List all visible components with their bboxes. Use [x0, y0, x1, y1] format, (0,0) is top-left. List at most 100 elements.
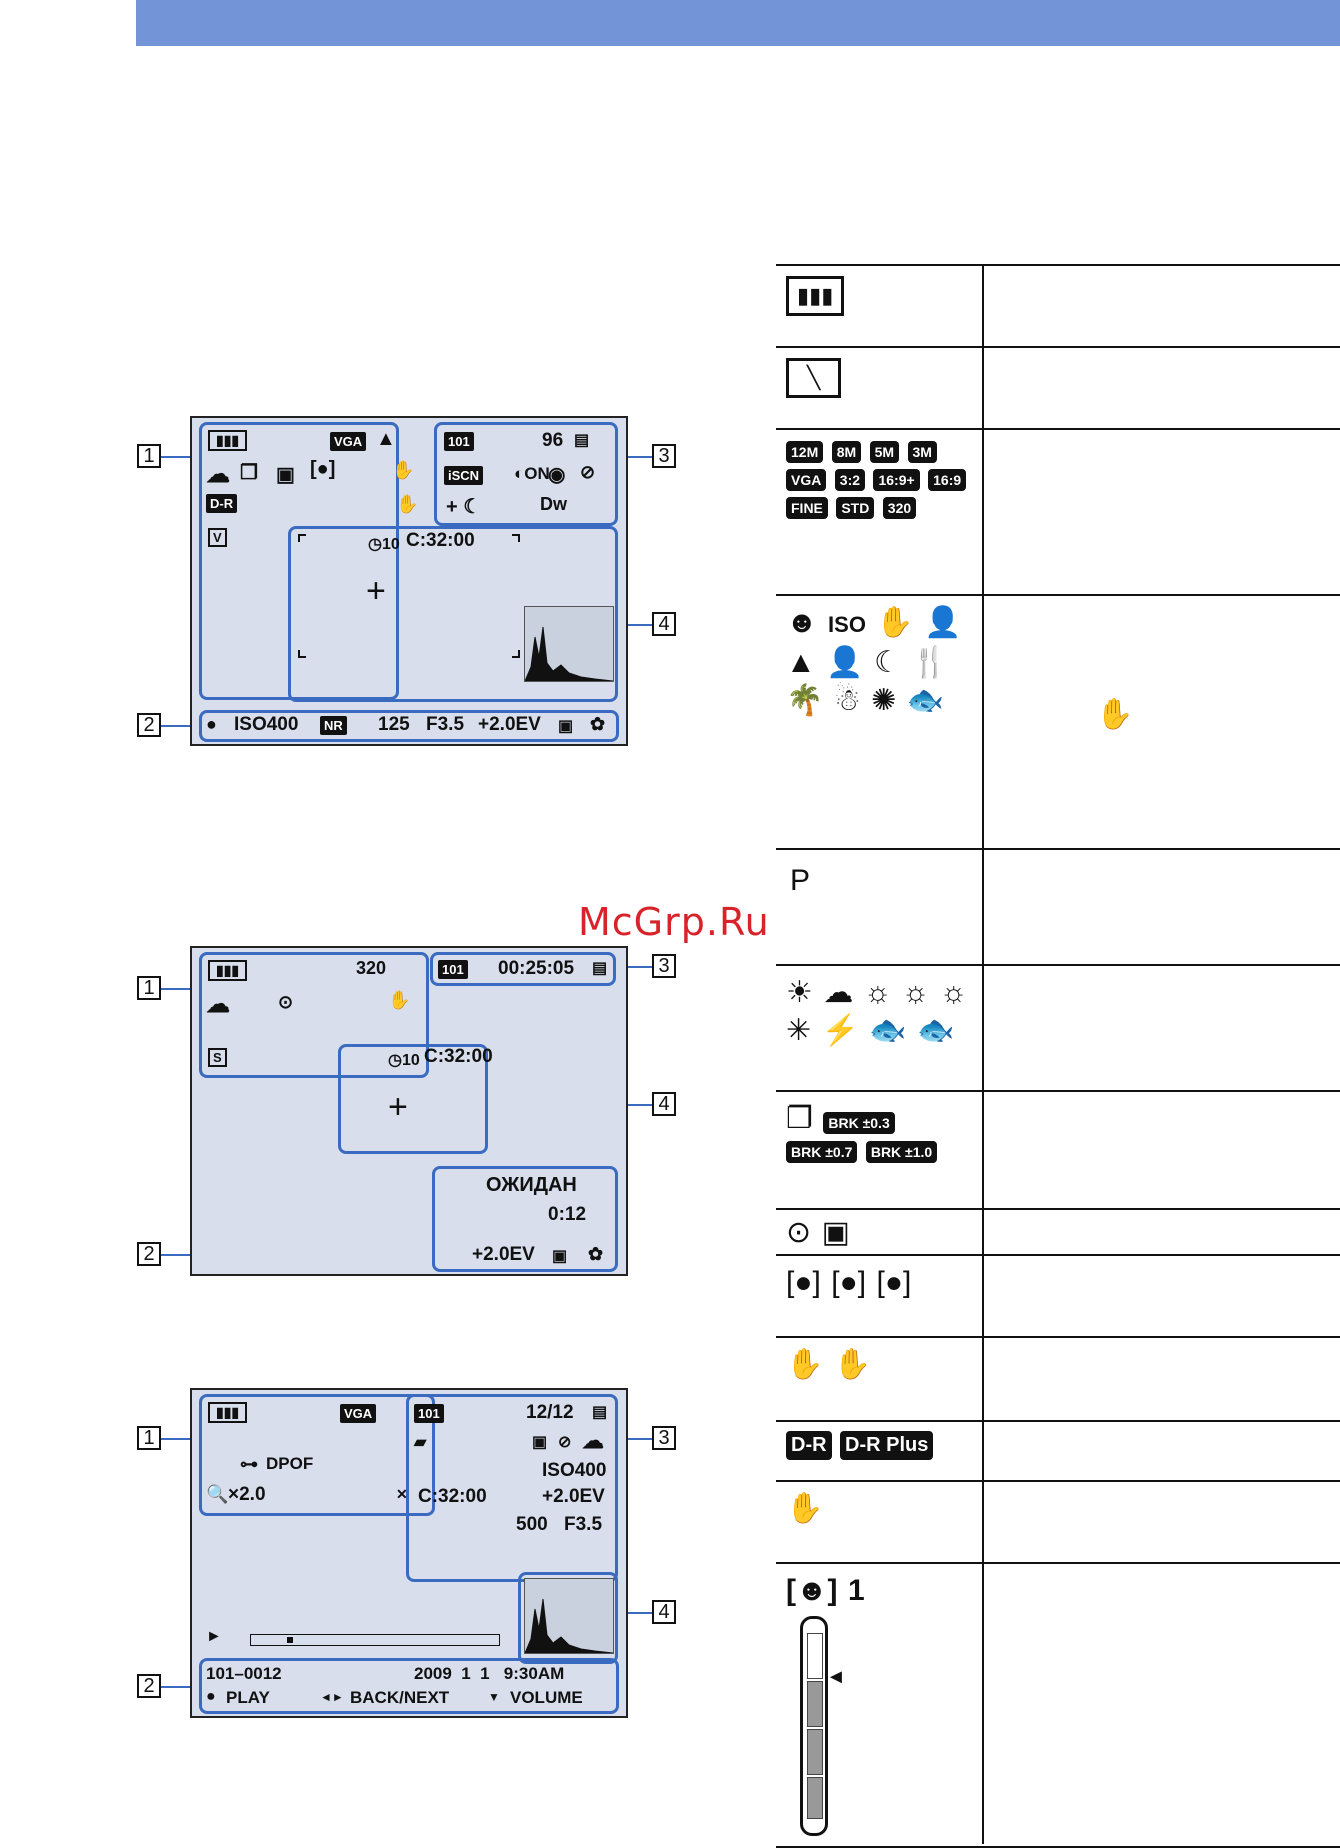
af-frame-tr [512, 534, 520, 542]
lcd-screen-playback: ▮▮▮ VGA ⊶ DPOF 🔍 ×2.0 ✕ 101 12/12 ▤ ▰ ▣ … [190, 1388, 628, 1718]
size-16-9-plus-icon: 16:9+ [873, 469, 920, 491]
table-row: 12M 8M 5M 3M VGA 3:2 16:9+ 16:9 FINE STD… [776, 428, 1340, 596]
table-row: ✋ [776, 1480, 1340, 1564]
zone-3 [406, 1394, 618, 1582]
leader-line [620, 966, 652, 968]
folder-icon: 101 [444, 432, 474, 451]
lcd-screen-shooting: ▮▮▮ VGA ▲ ☁ ❐ ▣ [●] ✋ D-R ✋ V 101 96 ▤ i… [190, 416, 628, 746]
gourmet-icon: 🍴 [911, 646, 949, 679]
metering-icon: ▣ [558, 718, 574, 735]
movie-320-icon: 320 [882, 497, 917, 519]
battery-icon: ▮▮▮ [208, 1402, 248, 1423]
beach-icon: 🌴 [786, 684, 824, 717]
cloudy-icon: ☁ [206, 991, 230, 1018]
metering-spot-icon: ▣ [821, 1216, 850, 1249]
bracket-07-icon: BRK ±0.7 [786, 1141, 858, 1163]
table-row: D-R D-R Plus [776, 1420, 1340, 1482]
callout-2: 2 [137, 1242, 161, 1266]
exposure-value: +2.0EV [472, 1244, 535, 1265]
indicator-segment [807, 1633, 823, 1679]
fireworks-icon: ✺ [871, 684, 897, 717]
iso-value: ISO400 [234, 714, 299, 735]
zone-2 [432, 1166, 618, 1272]
metering-spot-icon: ▣ [276, 464, 295, 486]
movie-std-icon: STD [836, 497, 875, 519]
aperture-value: F3.5 [426, 714, 465, 735]
histogram [524, 606, 614, 682]
underwater-wb-1-icon: 🐟 [869, 1014, 907, 1047]
size-3m-icon: 3M [907, 441, 937, 463]
underwater-icon: 🐟 [906, 684, 945, 717]
table-row: ⊙ ▣ [776, 1208, 1340, 1256]
smile-icon: ☻ [786, 606, 818, 639]
zone-4 [338, 1044, 488, 1154]
size-8m-icon: 8M [831, 441, 862, 463]
leader-line [161, 725, 201, 727]
face-detection-auto-icon: [●] [786, 1266, 821, 1299]
playback-zoom: ×2.0 [228, 1484, 266, 1505]
size-5m-icon: 5M [869, 441, 900, 463]
table-row: [☻] 1 ◄ [776, 1562, 1340, 1848]
indicator-segment [807, 1681, 823, 1727]
folder-icon: 101 [414, 1404, 444, 1423]
leader-line [161, 1686, 201, 1688]
incandescent-icon: ✳ [786, 1014, 812, 1047]
zoom-icon: 🔍 [206, 1484, 229, 1504]
recording-time: C:32:00 [406, 530, 475, 551]
watermark: McGrp.Ru [578, 900, 770, 944]
table-row: P [776, 848, 1340, 966]
flash-off-icon: ⊘ [558, 1434, 572, 1451]
dro-standard-icon: D-R [786, 1431, 832, 1460]
daylight-icon: ☀ [786, 976, 813, 1009]
header-bar [136, 0, 1340, 46]
battery-icon: ▮▮▮ [208, 430, 248, 451]
spot-meter-crosshair: + [388, 1088, 408, 1126]
shutter-speed: 125 [378, 714, 410, 735]
af-illuminator-icon: ◐ON [514, 464, 550, 483]
bracket-10-icon: BRK ±1.0 [865, 1141, 938, 1163]
leader-line [161, 1438, 199, 1440]
smile-sensitivity-level: 1 [848, 1574, 865, 1607]
volume-guide: VOLUME [510, 1688, 583, 1707]
callout-1: 1 [137, 1426, 161, 1450]
leader-line [620, 624, 652, 626]
table-row: ╲ [776, 346, 1340, 430]
table-row: [●] [●] [●] [776, 1254, 1340, 1338]
fluorescent-1-icon: ☼ [863, 976, 892, 1009]
exposure-value: +2.0EV [478, 714, 541, 735]
self-timer-icon: ◷10 [368, 536, 400, 553]
callout-2: 2 [137, 713, 161, 737]
zone-2 [199, 1658, 619, 1714]
face-detection-child-icon: [●] [831, 1266, 867, 1299]
recording-date: 2009 1 1 9:30AM [414, 1664, 565, 1683]
steadyshot-icon: ✋ [388, 990, 411, 1010]
leader-line [620, 1438, 652, 1440]
burst-icon: ❐ [240, 462, 258, 484]
landscape-icon: ▲ [376, 428, 396, 450]
dpof-label: DPOF [266, 1454, 314, 1473]
af-frame-br [512, 650, 520, 658]
bracket-03-icon: BRK ±0.3 [823, 1112, 895, 1134]
histogram-graph [525, 1598, 613, 1653]
memory-card-icon: ▤ [592, 960, 608, 977]
camera-shake-warning-icon: ✋ [786, 1492, 824, 1525]
movie-fine-icon: FINE [786, 497, 828, 519]
dro-plus-icon: D-R Plus [840, 1431, 934, 1460]
movie-size-icon: 320 [356, 958, 387, 978]
memory-card-icon: ▤ [592, 1404, 608, 1421]
spot-meter-crosshair: + [366, 572, 386, 610]
movie-remaining-time: 00:25:05 [498, 958, 575, 979]
aperture-value: F3.5 [564, 1514, 603, 1535]
indicator-pointer-icon: ◄ [826, 1666, 846, 1688]
snow-icon: ☃ [833, 684, 861, 717]
noise-reduction-icon: NR [320, 716, 347, 735]
metering-center-icon: ⊙ [786, 1216, 812, 1249]
size-16-9-icon: 16:9 [928, 469, 967, 491]
table-row: ✋ ✋ [776, 1336, 1340, 1422]
leader-line [161, 988, 199, 990]
macro-icon: ✿ [588, 1244, 604, 1264]
recording-time: C:32:00 [418, 1486, 487, 1507]
indicator-segment [807, 1777, 823, 1819]
callout-4: 4 [652, 1092, 676, 1116]
zone-4 [288, 526, 618, 702]
